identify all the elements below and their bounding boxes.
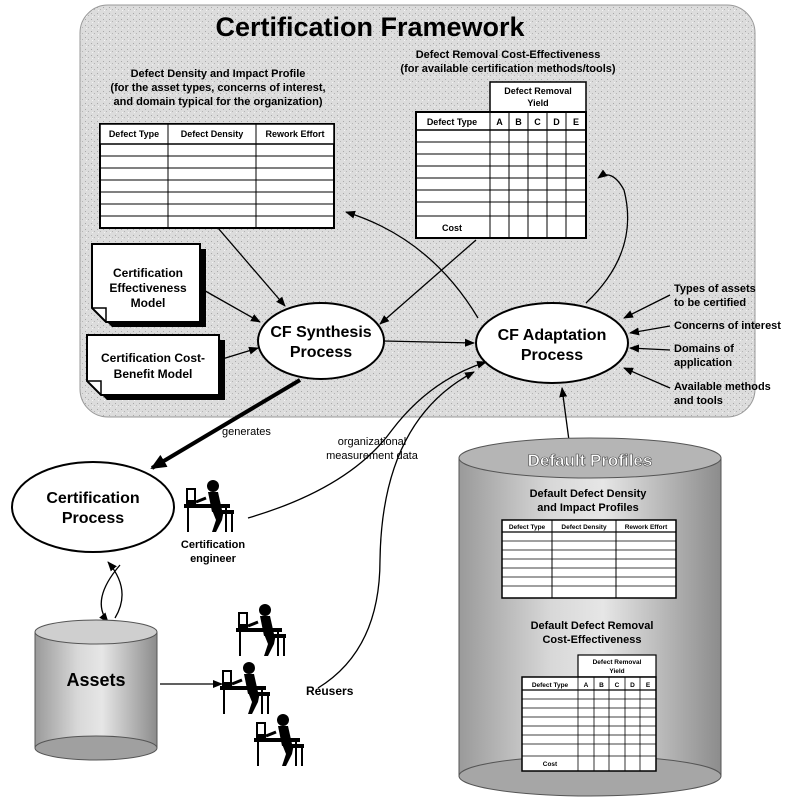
svg-text:Model: Model [131,296,166,310]
certification-engineer-figure [182,478,236,534]
svg-text:E: E [646,682,651,689]
assets-label: Assets [66,670,125,690]
svg-text:Yield: Yield [527,98,548,108]
removal-col-a: A [496,117,503,127]
svg-text:Benefit Model: Benefit Model [114,367,193,381]
default-density-title: Default Defect Density and Impact Profil… [530,488,648,514]
density-profile-table: Defect Type Defect Density Rework Effort [99,123,335,229]
reusers-label: Reusers [306,684,354,698]
svg-text:Defect Removal Cost-Effectiven: Defect Removal Cost-Effectiveness [416,49,601,61]
svg-text:application: application [674,357,732,369]
input-methods-tools: Available methods [674,381,771,393]
input-concerns: Concerns of interest [674,320,781,332]
svg-text:Rework Effort: Rework Effort [625,524,668,531]
svg-text:Process: Process [62,510,124,527]
default-profiles-title: Default Profiles [528,451,653,470]
svg-text:Process: Process [290,344,352,361]
svg-text:(for the asset types, concerns: (for the asset types, concerns of intere… [110,82,325,94]
removal-col-c: C [534,117,541,127]
svg-text:organizational: organizational [338,436,407,448]
svg-text:Defect Density: Defect Density [561,524,607,531]
svg-text:and Impact Profiles: and Impact Profiles [537,502,638,514]
input-asset-types: Types of assets [674,283,756,295]
default-density-table: Defect Type Defect Density Rework Effort [501,519,677,599]
svg-text:measurement data: measurement data [326,450,419,462]
svg-text:Defect Density and Impact Prof: Defect Density and Impact Profile [131,68,306,80]
effectiveness-model: Certification Effectiveness Model [91,243,206,327]
density-profile-title: Defect Density and Impact Profile (for t… [110,68,325,108]
svg-text:engineer: engineer [190,553,237,565]
generates-arrow [150,378,302,470]
removal-cost-label: Cost [442,223,462,233]
svg-text:Yield: Yield [609,668,624,675]
svg-text:D: D [630,682,635,689]
svg-text:Default Defect Removal: Default Defect Removal [531,620,654,632]
connector-arrows [99,169,671,689]
svg-text:and domain typical for the org: and domain typical for the organization) [113,96,322,108]
cf-adaptation-process: CF Adaptation Process [475,302,629,384]
svg-text:to be certified: to be certified [674,297,746,309]
svg-text:CF Adaptation: CF Adaptation [498,327,607,344]
reusers-figures [218,602,306,768]
svg-text:Defect Type: Defect Type [532,682,569,689]
generates-label: generates [222,426,271,438]
removal-yield-header: Defect Removal [504,86,572,96]
svg-text:Certification Cost-: Certification Cost- [101,351,205,365]
svg-text:A: A [584,682,589,689]
svg-text:Effectiveness: Effectiveness [109,281,187,295]
removal-col-b: B [515,117,522,127]
svg-text:and tools: and tools [674,395,723,407]
adaptation-inputs: Types of assets to be certified Concerns… [674,283,781,407]
default-removal-table: Defect Removal Yield Defect Type A B C D… [521,654,657,772]
density-col-rework-effort: Rework Effort [265,129,324,139]
removal-table: Defect Removal Yield Defect Type A B C D… [415,81,587,239]
assets-repository: Assets [34,619,158,761]
cost-benefit-model: Certification Cost- Benefit Model [86,334,225,400]
svg-text:Process: Process [521,347,583,364]
framework-title: Certification Framework [215,12,525,42]
certification-engineer-label: Certification engineer [181,539,245,565]
svg-text:Cost: Cost [543,761,558,768]
svg-text:Certification: Certification [113,266,183,280]
default-profiles-repository: Default Profiles Default Defect Density … [458,437,722,797]
svg-text:Default Defect Density: Default Defect Density [530,488,648,500]
default-removal-title: Default Defect Removal Cost-Effectivenes… [531,620,654,646]
removal-table-title: Defect Removal Cost-Effectiveness (for a… [400,49,615,75]
removal-row-header: Defect Type [427,117,477,127]
input-domains: Domains of [674,343,734,355]
cf-synthesis-process: CF Synthesis Process [257,302,385,380]
svg-text:Certification: Certification [181,539,245,551]
density-col-defect-type: Defect Type [109,129,159,139]
svg-text:(for available certification m: (for available certification methods/too… [400,63,615,75]
svg-text:Certification: Certification [46,490,139,507]
svg-text:B: B [599,682,604,689]
certification-process: Certification Process [11,461,175,553]
density-col-defect-density: Defect Density [181,129,244,139]
svg-text:Cost-Effectiveness: Cost-Effectiveness [542,634,641,646]
svg-text:Defect Type: Defect Type [509,524,546,531]
svg-text:CF Synthesis: CF Synthesis [270,324,371,341]
svg-text:Defect Removal: Defect Removal [593,659,642,666]
svg-text:C: C [615,682,620,689]
removal-col-d: D [553,117,560,127]
removal-col-e: E [573,117,579,127]
org-measurement-label: organizational measurement data [326,436,419,462]
